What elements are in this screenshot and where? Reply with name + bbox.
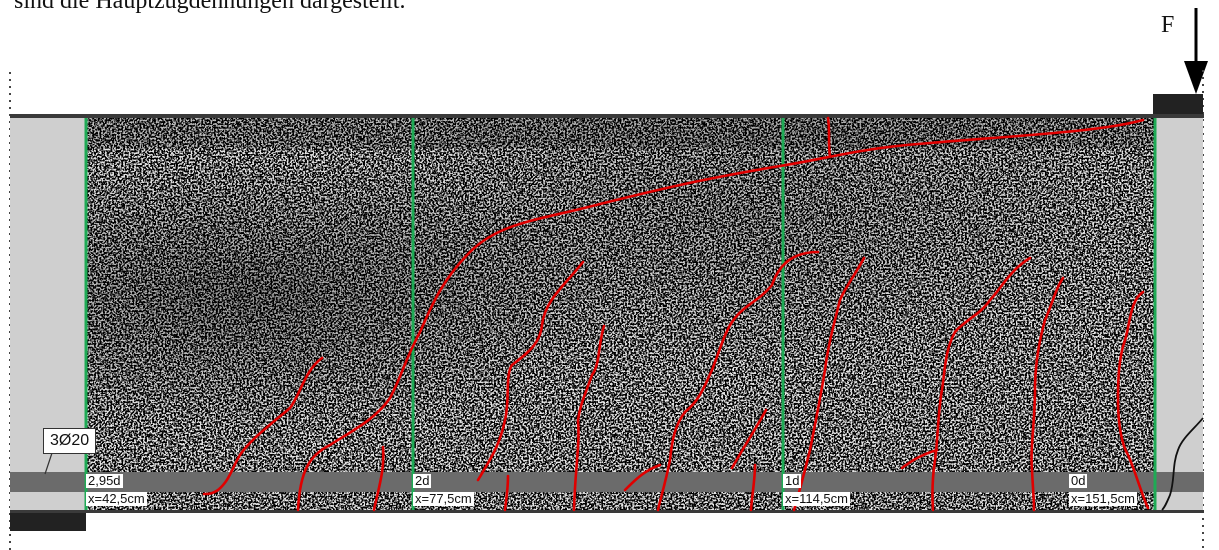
beam-bottom-edge bbox=[10, 510, 1204, 513]
section-x-label: x=77,5cm bbox=[413, 491, 474, 506]
section-x-label: x=114,5cm bbox=[783, 491, 850, 506]
crack-13 bbox=[1030, 276, 1065, 512]
crack-main-diagonal bbox=[296, 118, 1145, 512]
crack-3 bbox=[476, 260, 585, 482]
section-d-label: 1d bbox=[783, 473, 802, 488]
support-plate bbox=[10, 513, 86, 531]
section-d-label: 2d bbox=[413, 473, 432, 488]
force-label: F bbox=[1161, 12, 1175, 38]
crack-14 bbox=[1116, 290, 1150, 510]
crack-8 bbox=[730, 408, 768, 470]
crack-10 bbox=[792, 256, 866, 512]
section-d-label: 2,95d bbox=[86, 473, 123, 488]
crack-11 bbox=[931, 256, 1032, 512]
right-support-zone bbox=[1155, 118, 1203, 510]
section-x-label: x=151,5cm bbox=[1069, 491, 1137, 506]
rebar-band bbox=[10, 472, 1204, 492]
right-support-crack bbox=[1161, 417, 1204, 511]
crack-6 bbox=[656, 250, 820, 512]
crack-7 bbox=[623, 463, 662, 492]
beam-top-edge bbox=[10, 114, 1204, 118]
rebar-pointer-line bbox=[44, 452, 53, 475]
figure-caption: sind die Hauptzugdehnungen dargestellt. bbox=[14, 0, 406, 14]
crack-9 bbox=[749, 463, 757, 512]
section-d-label: 0d bbox=[1069, 473, 1088, 488]
crack-2 bbox=[372, 445, 385, 512]
crack-4 bbox=[503, 474, 510, 512]
crack-1 bbox=[202, 356, 324, 496]
crack-5 bbox=[572, 324, 606, 512]
reinforcement-label: 3Ø20 bbox=[43, 428, 97, 454]
section-x-label: x=42,5cm bbox=[86, 491, 147, 506]
crack-12 bbox=[900, 448, 939, 470]
crack-top-vertical bbox=[826, 116, 832, 158]
load-plate bbox=[1153, 94, 1203, 114]
force-arrow-icon bbox=[1184, 8, 1208, 94]
